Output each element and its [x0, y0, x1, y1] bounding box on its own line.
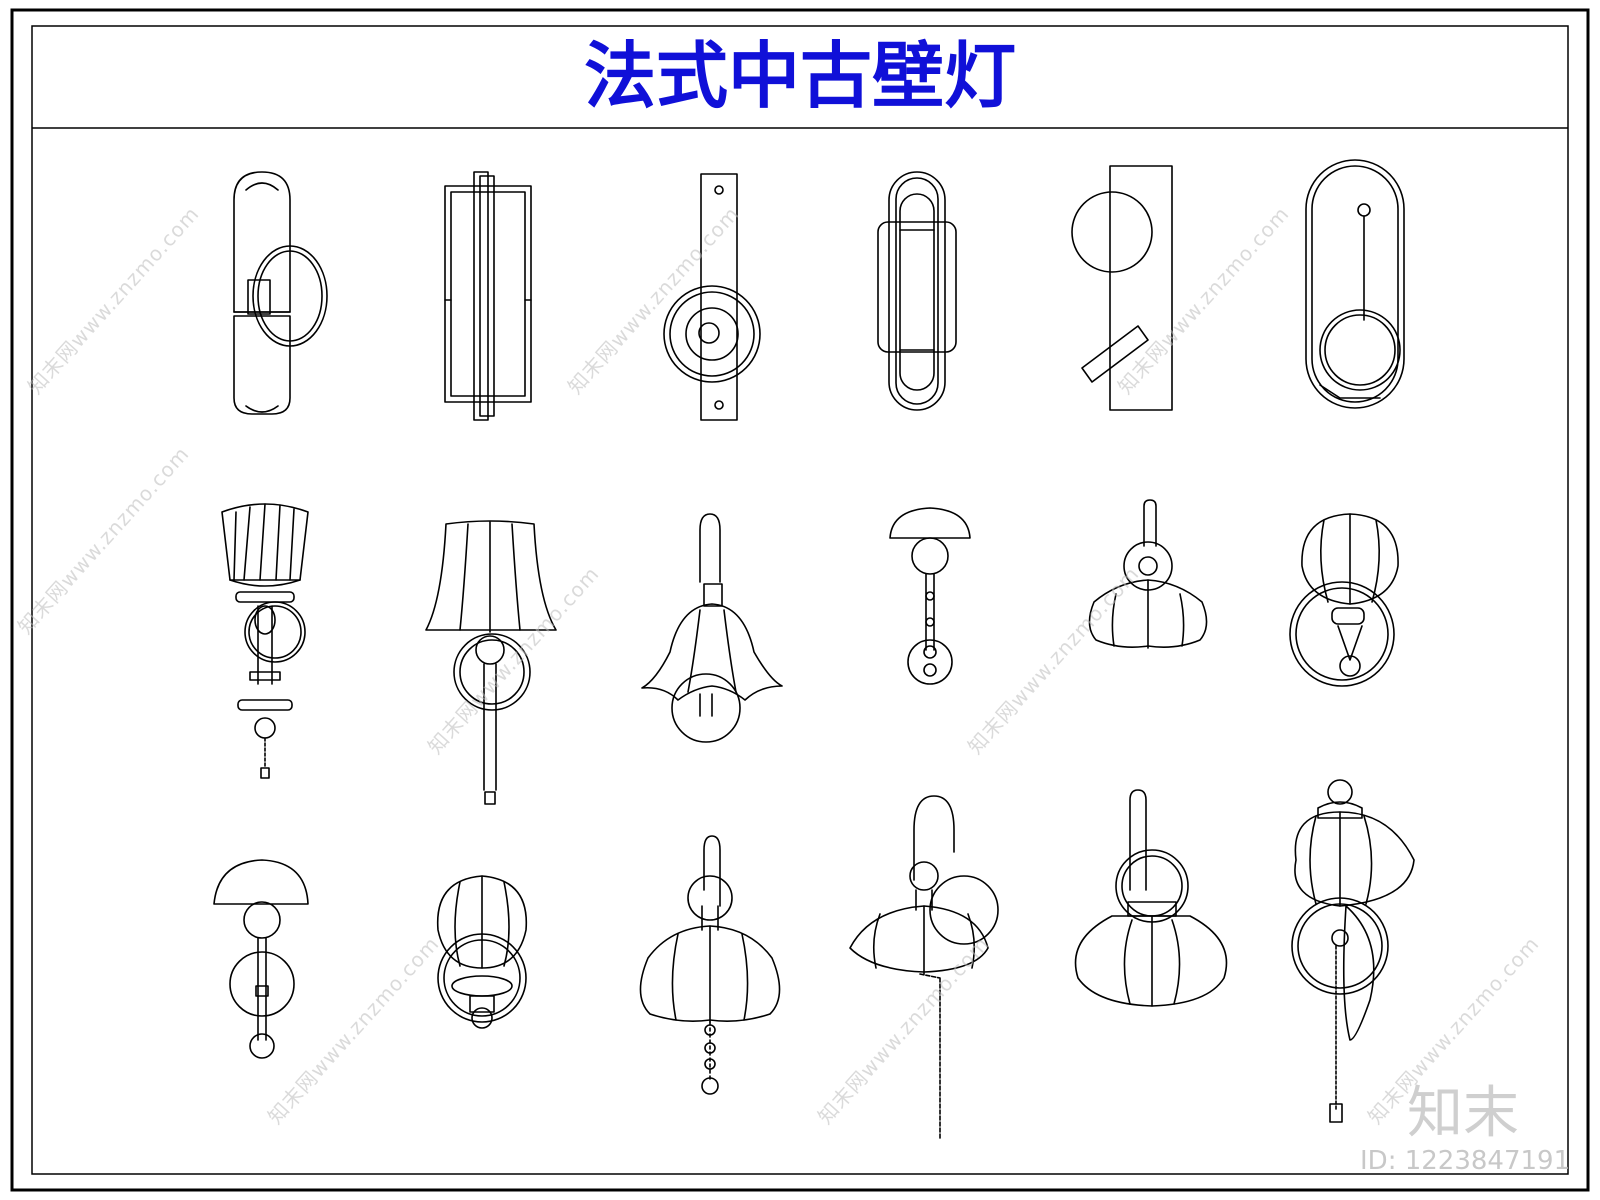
lamp-r1c4: [877, 171, 957, 411]
lamp-r1c1: [233, 171, 328, 415]
image-id: ID: 1223847191: [1360, 1146, 1571, 1176]
lamp-r2c6: [1289, 513, 1399, 687]
lamp-r3c5: [1074, 789, 1228, 1007]
lamp-r2c1: [221, 503, 309, 779]
lamp-r2c4: [889, 507, 971, 685]
brand-logo: 知末: [1407, 1081, 1519, 1146]
lamp-r1c5: [1071, 165, 1173, 411]
lamp-r3c2: [436, 875, 528, 1029]
lamp-r2c5: [1088, 499, 1208, 649]
lamp-r2c2: [425, 520, 557, 805]
outer-border: [10, 8, 1590, 1192]
lamp-r1c6: [1305, 159, 1405, 409]
lamp-r1c3: [663, 173, 761, 421]
page-title: 法式中古壁灯: [583, 33, 1016, 118]
lamp-r3c3: [639, 835, 781, 1095]
inner-border: [31, 25, 1569, 1175]
lamp-r2c3: [641, 513, 783, 743]
lamp-r1c2: [444, 171, 532, 421]
lamp-r3c4: [849, 795, 999, 1139]
lamp-r3c6: [1291, 779, 1415, 1123]
lamp-r3c1: [213, 859, 309, 1059]
